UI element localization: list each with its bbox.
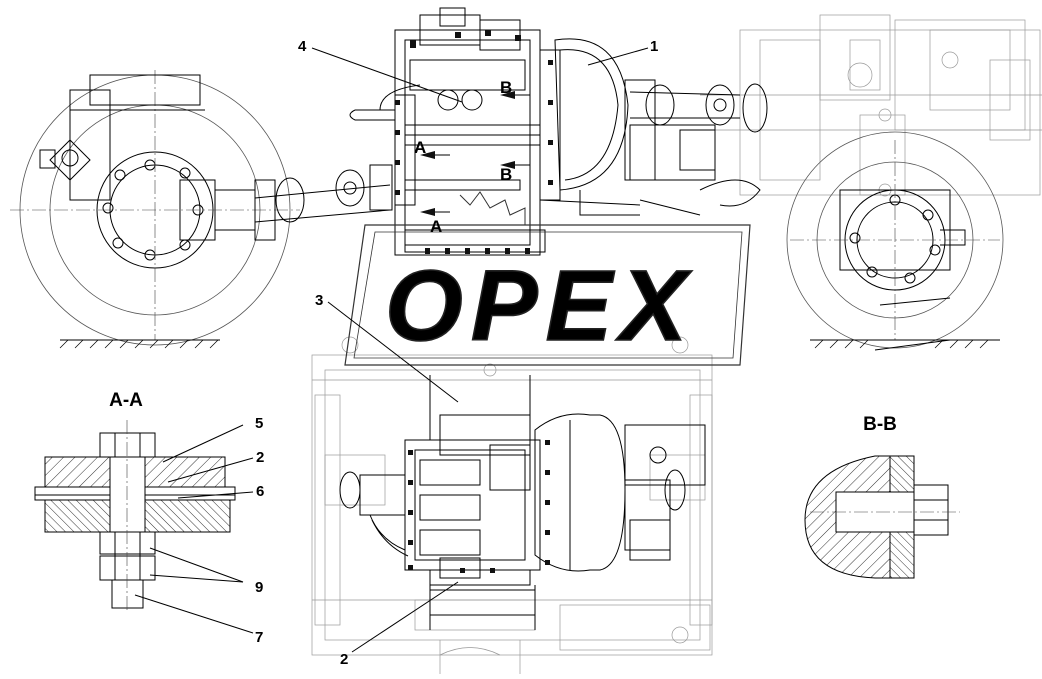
watermark: OPEX: [344, 191, 751, 366]
callout-9: 9: [255, 579, 263, 596]
section-aa-title: A-A: [109, 390, 143, 411]
section-aa-detail: [34, 420, 236, 612]
view-mark-b-upper: B: [500, 78, 512, 97]
leader-lines: [134, 47, 649, 653]
chassis-background-right: [700, 14, 1042, 197]
view-mark-a-upper: A: [414, 138, 426, 157]
view-mark-a-lower: A: [430, 217, 442, 236]
section-bb-title: B-B: [863, 414, 897, 435]
right-driveshaft: [629, 83, 768, 216]
section-bb-detail: [804, 455, 960, 579]
callout-6: 6: [256, 483, 264, 500]
callout-5: 5: [255, 415, 263, 432]
transmission-bottom-view: [339, 375, 706, 630]
view-mark-b-lower: B: [500, 165, 512, 184]
callout-4: 4: [298, 38, 307, 55]
transmission-top-view: [349, 7, 716, 256]
callout-7: 7: [255, 629, 263, 646]
callout-2-section: 2: [256, 449, 264, 466]
watermark-text: OPEX: [385, 250, 695, 362]
callout-2-bottom: 2: [340, 651, 348, 668]
callout-1: 1: [650, 38, 658, 55]
left-driveshaft: [254, 164, 393, 241]
chassis-background-lower: [311, 336, 713, 674]
callout-3: 3: [315, 292, 323, 309]
right-wheel: [786, 131, 1004, 351]
left-wheel: [10, 70, 300, 349]
